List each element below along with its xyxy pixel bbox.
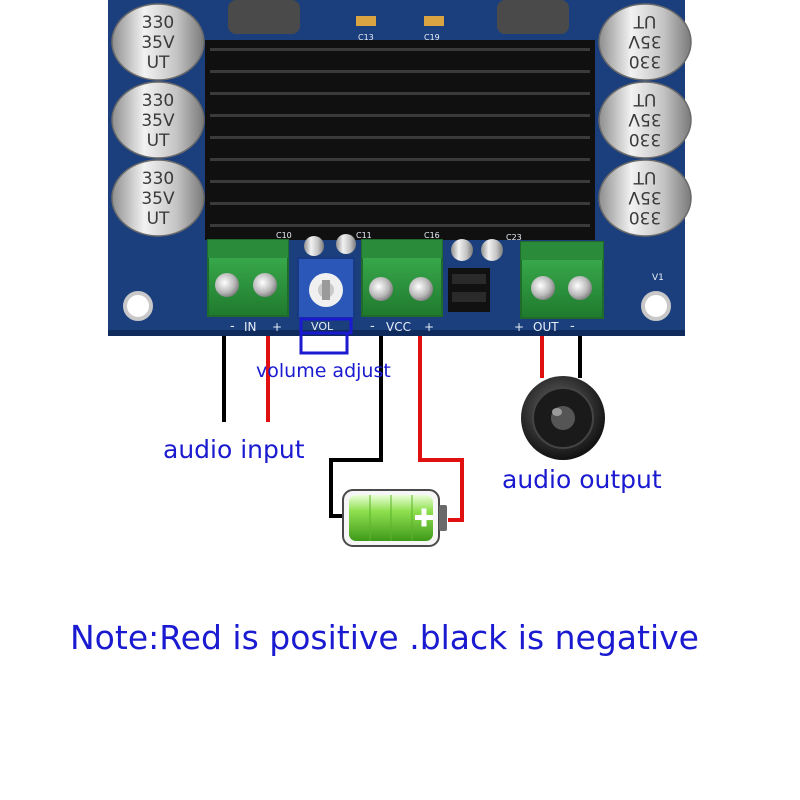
- capacitor-text: UT: [147, 53, 170, 73]
- capacitor-text: 330: [629, 51, 661, 71]
- capacitor-text: UT: [147, 131, 170, 151]
- volume-highlight: [299, 317, 353, 355]
- screw-in-minus: [215, 273, 239, 297]
- screw-out-minus: [568, 276, 592, 300]
- capacitor-text: 330: [629, 207, 661, 227]
- capacitor-text: 330: [142, 91, 174, 111]
- capacitor-text: UT: [633, 11, 656, 31]
- silk-out-plus: +: [514, 320, 524, 334]
- heatsink-fin: [210, 202, 590, 205]
- label-c16: C16: [424, 231, 440, 240]
- silk-in-plus: +: [272, 320, 282, 334]
- terminal-vcc: [361, 239, 443, 317]
- label-c13: C13: [358, 33, 374, 42]
- silk-in-label: IN: [244, 320, 257, 334]
- small-cap-4: [481, 239, 503, 261]
- small-cap-3: [451, 239, 473, 261]
- small-cap-2: [336, 234, 356, 254]
- capacitor-text: 35V: [141, 33, 175, 53]
- small-cap-1: [304, 236, 324, 256]
- heatsink: [205, 40, 595, 240]
- capacitor-text: 330: [142, 13, 174, 33]
- terminal-blocks: [207, 234, 604, 319]
- label-v1: V1: [652, 273, 664, 283]
- audio-output-label: audio output: [502, 465, 662, 494]
- heatsink-fins: [210, 48, 590, 227]
- terminal-out: [520, 241, 604, 319]
- silk-vcc-label: VCC: [386, 320, 411, 334]
- capacitor-text: UT: [147, 209, 170, 229]
- heatsink-fin: [210, 92, 590, 95]
- inductor-left: [228, 0, 300, 34]
- heatsink-fin: [210, 70, 590, 73]
- capacitor-text: 35V: [628, 31, 662, 51]
- heatsink-fin: [210, 158, 590, 161]
- wire-vcc-black: [329, 336, 383, 518]
- label-c11: C11: [356, 231, 372, 240]
- heatsink-fin: [210, 114, 590, 117]
- audio-input-label: audio input: [163, 435, 305, 464]
- capacitor-text: UT: [633, 167, 656, 187]
- top-components: C13 C19: [228, 0, 569, 42]
- capacitor-bank: 33035VUT33035VUT33035VUTUT35V330UT35V330…: [111, 3, 692, 237]
- capacitor-text: 330: [142, 169, 174, 189]
- speaker-icon: [521, 376, 605, 460]
- volume-adjust-label: volume adjust: [256, 360, 391, 382]
- silk-in-minus: -: [230, 319, 235, 334]
- silk-vcc-minus: -: [370, 319, 375, 334]
- smd-c19: [424, 16, 444, 26]
- capacitor-text: UT: [633, 89, 656, 109]
- mounting-hole-left: [123, 291, 153, 321]
- note-text: Note:Red is positive .black is negative: [70, 618, 699, 657]
- capacitor-text: 35V: [628, 109, 662, 129]
- capacitor-text: 35V: [141, 189, 175, 209]
- pcb-edge: [108, 330, 685, 336]
- heatsink-fin: [210, 136, 590, 139]
- wires: [222, 336, 582, 522]
- silk-out-label: OUT: [533, 320, 559, 334]
- silk-out-minus: -: [570, 319, 575, 334]
- mounting-hole-right: [641, 291, 671, 321]
- heatsink-fin: [210, 48, 590, 51]
- silkscreen-labels: C10 C11 C16 C23 V1 - IN + VOL - VCC + + …: [230, 231, 664, 334]
- label-c10: C10: [276, 231, 292, 240]
- battery-icon: [342, 489, 447, 547]
- silk-vol-label: VOL: [311, 320, 334, 333]
- heatsink-fin: [210, 180, 590, 183]
- screw-vcc-plus: [409, 277, 433, 301]
- capacitor-text: 35V: [628, 187, 662, 207]
- silk-vcc-plus: +: [424, 320, 434, 334]
- screw-in-plus: [253, 273, 277, 297]
- smd-c13: [356, 16, 376, 26]
- wire-vcc-red: [418, 336, 464, 522]
- heatsink-fin: [210, 224, 590, 227]
- screw-vcc-minus: [369, 277, 393, 301]
- terminal-in: [207, 239, 289, 317]
- label-c19: C19: [424, 33, 440, 42]
- heatsink-body: [205, 40, 595, 240]
- capacitor-text: 330: [629, 129, 661, 149]
- label-c23: C23: [506, 233, 522, 242]
- capacitor-text: 35V: [141, 111, 175, 131]
- inductor-right: [497, 0, 569, 34]
- screw-out-plus: [531, 276, 555, 300]
- volume-potentiometer[interactable]: [297, 257, 355, 319]
